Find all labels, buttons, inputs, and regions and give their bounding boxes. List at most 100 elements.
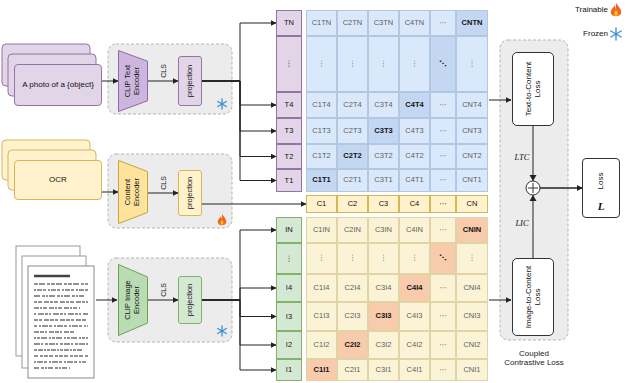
- similarity-cell: CNT2: [456, 144, 488, 169]
- node-text: ⋮: [279, 60, 299, 69]
- ocr-card: OCR: [14, 160, 102, 200]
- legend-label: Trainable: [575, 6, 608, 14]
- node-text: TN: [279, 19, 299, 28]
- similarity-cell: C4I3: [399, 302, 430, 331]
- node-text: T2: [279, 152, 299, 161]
- similarity-cell: C3T4: [368, 92, 399, 118]
- document-images: [34, 289, 88, 290]
- document-images: [16, 246, 94, 378]
- similarity-cell: C4I1: [399, 359, 430, 381]
- edge-label: CLS: [160, 176, 167, 190]
- legend-trainable-icon: [614, 10, 618, 16]
- text-embedding-cell: T1: [276, 169, 302, 192]
- image-embedding-cell: ⋮: [276, 243, 302, 274]
- similarity-cell: C2T4: [337, 92, 368, 118]
- connector: [148, 193, 178, 194]
- connector: [102, 192, 118, 193]
- loss-panel: [500, 40, 568, 340]
- image-embedding-cell: I2: [276, 331, 302, 359]
- document-images: [34, 319, 86, 320]
- content-embedding-cell: C4: [399, 195, 430, 213]
- content-embedding-cell: C1: [306, 195, 337, 213]
- image-embedding-cell: IN: [276, 217, 302, 243]
- connector: [202, 81, 276, 105]
- node-text: projection: [186, 173, 195, 213]
- frozen-icon: [218, 329, 227, 334]
- connector: [533, 126, 582, 188]
- similarity-cell: C4IN: [399, 217, 430, 243]
- edge-label: LIC: [515, 219, 528, 228]
- connector: [202, 81, 276, 181]
- frozen-icon: [218, 102, 227, 107]
- flow-arrow: [489, 300, 511, 301]
- node-text: CLIP Text Encoder: [124, 61, 141, 100]
- edge-label: LTC: [515, 153, 530, 162]
- image-embedding-cell: I3: [276, 302, 302, 331]
- similarity-cell: ⋮: [399, 36, 430, 92]
- similarity-cell: ⋯: [430, 118, 456, 144]
- encoder-panel: [108, 154, 232, 228]
- node-text: Content Encoder: [124, 172, 141, 213]
- sum-symbol: [530, 195, 537, 201]
- frozen-icon: [218, 329, 227, 334]
- legend-frozen-icon: [611, 28, 621, 40]
- similarity-cell: C4I4: [399, 274, 430, 302]
- node-text: I4: [279, 284, 299, 293]
- document-images: [34, 361, 86, 362]
- text-embedding-cell: TN: [276, 10, 302, 36]
- similarity-cell: CNT3: [456, 118, 488, 144]
- similarity-cell: ⋮: [368, 36, 399, 92]
- similarity-cell: CNI2: [456, 331, 488, 359]
- similarity-cell: CNIN: [456, 217, 488, 243]
- flow-arrow: [96, 100, 511, 300]
- connector: [202, 300, 276, 345]
- trainable-icon: [218, 214, 226, 225]
- similarity-cell: C3T1: [368, 169, 399, 192]
- similarity-cell: C4T1: [399, 169, 430, 192]
- connector: [202, 23, 276, 81]
- similarity-cell: C1TN: [306, 10, 337, 36]
- connector: [533, 188, 582, 258]
- frozen-icon: [218, 102, 227, 107]
- similarity-cell: CNT4: [456, 92, 488, 118]
- encoder-trapezoid: [119, 51, 148, 112]
- connector: [202, 81, 276, 131]
- similarity-cell: C1T1: [306, 169, 337, 192]
- prompt-card: A photo of a {object}: [14, 64, 102, 106]
- legend-trainable-icon: [611, 3, 621, 16]
- similarity-cell: C3T3: [368, 118, 399, 144]
- document-images: [34, 355, 88, 356]
- similarity-cell: CNT1: [456, 169, 488, 192]
- legend-label: Frozen: [583, 30, 608, 38]
- sum-symbol: [530, 175, 537, 181]
- similarity-cell: ⋯: [430, 331, 456, 359]
- node-text: C3: [371, 200, 396, 209]
- similarity-cell: C2I2: [337, 331, 368, 359]
- similarity-cell: C1T4: [306, 92, 337, 118]
- document-images: [34, 275, 70, 277]
- legend-frozen-icon: [611, 31, 621, 37]
- similarity-cell: C1IN: [306, 217, 337, 243]
- node-text: C2: [340, 200, 365, 209]
- text-embedding-cell: T3: [276, 118, 302, 144]
- content-encoder: Content Encoder: [118, 160, 148, 224]
- text-encoder: CLIP Text Encoder: [118, 50, 148, 112]
- content-embedding-cell: CN: [456, 195, 488, 213]
- node-text: IN: [279, 226, 299, 235]
- similarity-cell: C2I1: [337, 359, 368, 381]
- similarity-cell: C2I3: [337, 302, 368, 331]
- node-text: I2: [279, 341, 299, 350]
- node-text: CLIP Image Encoder: [124, 277, 141, 323]
- similarity-cell: ⋯: [430, 302, 456, 331]
- similarity-cell: ⋮: [456, 243, 488, 274]
- sum-symbol: [526, 175, 540, 201]
- similarity-cell: C2T3: [337, 118, 368, 144]
- frozen-icon: [218, 326, 227, 336]
- document-images: [34, 337, 88, 338]
- node-text: I1: [279, 366, 299, 375]
- image-embedding-cell: I4: [276, 274, 302, 302]
- document-images: [34, 325, 88, 326]
- node-text: L: [585, 200, 617, 213]
- sum-symbol: [533, 183, 534, 193]
- legend-frozen-icon: [611, 31, 621, 37]
